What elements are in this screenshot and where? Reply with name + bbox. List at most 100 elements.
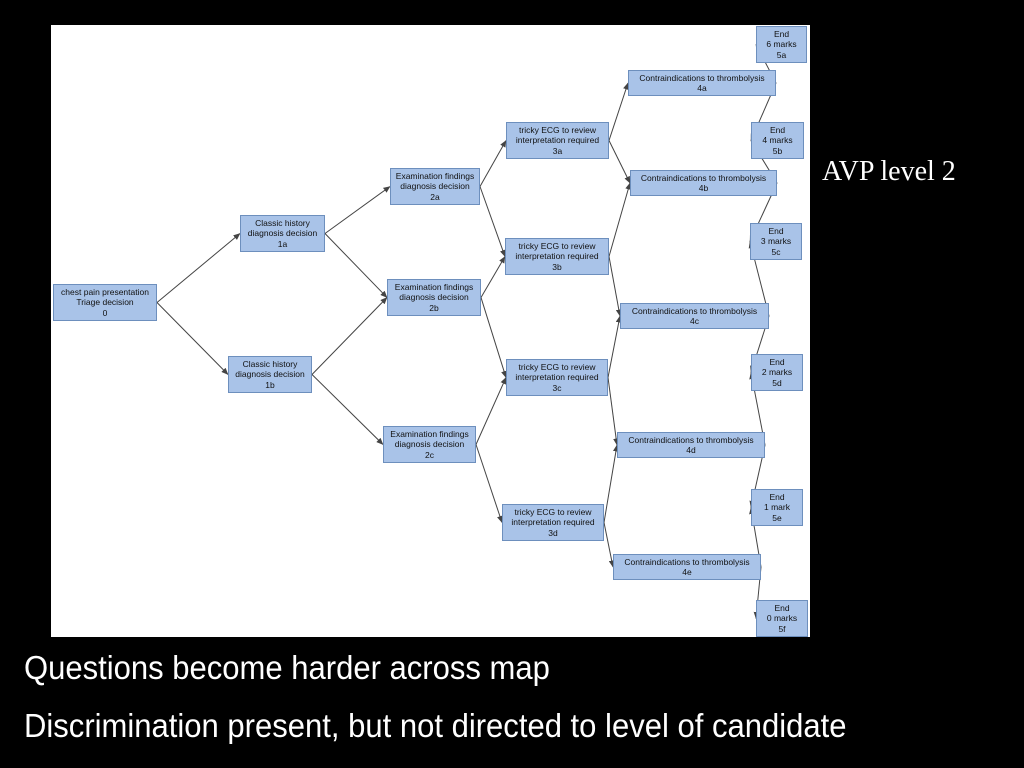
node-5f-line-2: 5f [778, 623, 786, 634]
edge-3b-to-4b [608, 182, 632, 257]
node-4c-line-0: Contraindications to thrombolysis [631, 305, 758, 316]
caption-discrimination: Discrimination present, but not directed… [24, 707, 847, 744]
node-3b-line-0: tricky ECG to review [518, 240, 596, 251]
node-5a-line-1: 6 marks [766, 39, 797, 50]
node-5a-line-2: 5a [776, 49, 787, 60]
edge-2c-to-3d [475, 444, 503, 523]
node-0-line-1: Triage decision [76, 297, 134, 308]
node-2c-line-0: Examination findings [390, 428, 469, 439]
node-3c-line-0: tricky ECG to review [518, 361, 596, 372]
node-5c-line-1: 3 marks [760, 236, 792, 247]
level-label: AVP level 2 [822, 156, 956, 187]
node-4a-line-0: Contraindications to thrombolysis [639, 72, 765, 83]
node-5d-line-0: End [769, 356, 785, 367]
node-5a-line-0: End [773, 28, 790, 39]
node-3a-line-1: interpretation required [515, 135, 600, 146]
edge-2a-to-3a [479, 140, 507, 187]
node-5b-line-2: 5b [772, 145, 783, 156]
node-4d-line-0: Contraindications to thrombolysis [628, 434, 754, 445]
edge-1a-to-2a [324, 186, 391, 234]
edge-0-to-1b [156, 302, 229, 375]
edge-2c-to-3c [475, 377, 507, 445]
node-0-line-0: chest pain presentation [61, 286, 149, 297]
node-3a-line-0: tricky ECG to review [519, 124, 596, 135]
node-3b-line-2: 3b [552, 261, 562, 272]
node-3d-line-1: interpretation required [511, 517, 595, 528]
node-5c-line-0: End [768, 225, 784, 236]
node-3d-line-2: 3d [548, 527, 558, 538]
node-5b-line-1: 4 marks [762, 135, 793, 146]
node-4d-line-1: 4d [686, 445, 696, 455]
edge-1a-to-2b [324, 233, 388, 298]
edge-2b-to-3c [480, 297, 507, 378]
node-5b-line-0: End [769, 124, 786, 135]
edge-3d-to-4d [603, 444, 619, 523]
edge-3d-to-4e [603, 522, 615, 568]
node-3d-line-0: tricky ECG to review [514, 506, 592, 517]
caption-harder-questions: Questions become harder across map [24, 649, 550, 686]
node-4b-line-1: 4b [698, 183, 709, 193]
node-0-line-2: 0 [102, 307, 108, 318]
node-2a-line-2: 2a [430, 191, 440, 202]
edge-3a-to-4b [608, 140, 631, 184]
node-1a-line-1: diagnosis decision [247, 228, 318, 239]
node-2b-line-1: diagnosis decision [399, 292, 469, 303]
node-1b-line-1: diagnosis decision [235, 369, 305, 380]
node-1a-line-2: 1a [277, 238, 288, 249]
node-5c-line-2: 5c [771, 246, 781, 257]
node-5d-line-2: 5d [772, 377, 782, 388]
node-5e-line-1: 1 mark [764, 502, 790, 513]
edge-1b-to-2c [311, 374, 384, 445]
node-5e-line-0: End [769, 491, 785, 502]
edge-3b-to-4c [608, 256, 622, 317]
node-5d-line-1: 2 marks [761, 367, 793, 378]
node-3c-line-1: interpretation required [515, 372, 599, 383]
node-5f-line-1: 0 marks [766, 613, 798, 624]
diagram-edges [156, 44, 778, 619]
node-2a-line-0: Examination findings [395, 170, 475, 181]
node-3a-line-2: 3a [552, 145, 563, 156]
node-3b-line-1: interpretation required [515, 251, 599, 262]
node-4b-line-0: Contraindications to thrombolysis [640, 172, 767, 183]
node-1a-line-0: Classic history [255, 217, 310, 228]
node-2c-line-1: diagnosis decision [394, 439, 465, 450]
node-4e-line-0: Contraindications to thrombolysis [624, 556, 750, 567]
edge-0-to-1a [156, 233, 241, 303]
node-2b-line-2: 2b [429, 302, 439, 313]
edge-3a-to-4a [608, 82, 629, 141]
node-5e-line-2: 5e [772, 512, 782, 523]
node-5f-line-0: End [774, 602, 790, 613]
node-2b-line-0: Examination findings [394, 281, 474, 292]
node-2a-line-1: diagnosis decision [400, 181, 470, 192]
edge-2a-to-3b [479, 186, 506, 257]
node-4e-line-1: 4e [682, 567, 692, 577]
node-3c-line-2: 3c [552, 382, 562, 393]
edge-2b-to-3b [480, 256, 506, 298]
node-1b-line-0: Classic history [242, 358, 298, 369]
node-2c-line-2: 2c [425, 449, 434, 460]
edge-1b-to-2b [311, 297, 388, 375]
edge-3c-to-4d [607, 377, 620, 446]
